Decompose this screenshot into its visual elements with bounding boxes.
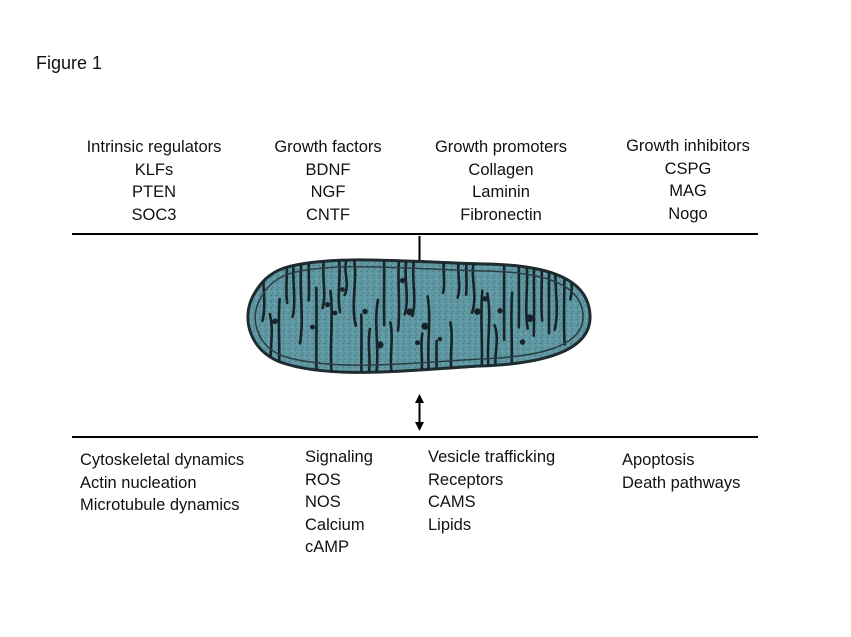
matrix-granule <box>437 336 443 342</box>
growth-factors-column: Growth factors BDNF NGF CNTF <box>264 136 392 226</box>
column-heading: Growth promoters <box>434 138 568 156</box>
crista-fold <box>456 259 461 299</box>
matrix-granule <box>332 310 338 316</box>
column-heading: Growth inhibitors <box>626 137 750 155</box>
list-item: Calcium <box>305 515 365 534</box>
mitochondrion-inner-membrane <box>254 266 584 366</box>
matrix-granule <box>474 308 481 315</box>
list-item: MAG <box>669 182 707 200</box>
crista-fold <box>352 259 358 327</box>
matrix-granule <box>309 324 316 330</box>
crista-fold <box>480 289 484 373</box>
list-item: Death pathways <box>622 473 741 492</box>
list-item: CNTF <box>306 205 350 224</box>
crista-fold <box>403 259 409 316</box>
apoptosis-column: Apoptosis Death pathways <box>622 449 740 494</box>
signaling-column: Signaling ROS NOS Calcium cAMP <box>305 446 373 559</box>
list-item: KLFs <box>134 160 174 179</box>
crista-fold <box>486 292 491 373</box>
crista-fold <box>261 259 266 323</box>
list-item: Collagen <box>468 160 534 179</box>
matrix-granule <box>340 287 345 292</box>
crista-fold <box>470 259 476 315</box>
crista-fold <box>291 259 296 319</box>
mitochondrion-illustration <box>246 258 592 374</box>
matrix-granule <box>324 301 331 308</box>
vesicle-trafficking-column: Vesicle trafficking Receptors CAMS Lipid… <box>428 446 555 536</box>
figure-title: Figure 1 <box>36 53 103 73</box>
crista-fold <box>321 259 326 310</box>
crista-fold <box>374 298 380 373</box>
column-heading: Intrinsic regulators <box>86 138 222 156</box>
matrix-granule <box>272 318 278 324</box>
list-item: NGF <box>310 183 346 201</box>
matrix-granule <box>482 296 488 302</box>
crista-fold <box>277 297 281 373</box>
growth-inhibitors-column: Growth inhibitors CSPG MAG Nogo <box>612 135 764 225</box>
list-item: PTEN <box>131 183 176 201</box>
crista-fold <box>411 259 416 318</box>
list-item: Receptors <box>428 470 504 489</box>
crista-fold <box>426 295 431 373</box>
list-item: Signaling <box>305 448 373 466</box>
list-item: Fibronectin <box>460 205 542 224</box>
intrinsic-regulators-column: Intrinsic regulators KLFs PTEN SOC3 <box>78 136 230 226</box>
matrix-granule <box>497 308 503 314</box>
list-item: Microtubule dynamics <box>80 496 240 514</box>
crista-fold <box>367 327 372 373</box>
list-item: Laminin <box>472 183 530 201</box>
growth-promoters-column: Growth promoters Collagen Laminin Fibron… <box>424 136 578 226</box>
matrix-granule <box>519 339 526 345</box>
crista-fold <box>449 321 453 373</box>
matrix-granule <box>399 277 406 284</box>
crista-fold <box>562 259 566 346</box>
crista-fold <box>298 259 304 345</box>
list-item: NOS <box>305 493 341 511</box>
list-item: Actin nucleation <box>80 473 197 492</box>
list-item: Nogo <box>668 204 708 223</box>
matrix-granule <box>421 322 429 330</box>
crista-fold <box>389 321 393 373</box>
crista-fold <box>441 259 446 295</box>
list-item: cAMP <box>305 538 350 556</box>
list-item: Apoptosis <box>622 451 695 469</box>
list-item: Lipids <box>428 515 472 534</box>
double-arrow-icon <box>415 394 424 431</box>
upper-divider-line <box>72 233 758 235</box>
matrix-granule <box>376 341 384 349</box>
list-item: CSPG <box>664 159 712 178</box>
list-item: ROS <box>305 470 341 489</box>
crista-fold <box>343 259 349 297</box>
list-item: CAMS <box>428 493 476 511</box>
matrix-granule <box>415 340 420 346</box>
crista-fold <box>510 291 514 373</box>
matrix-granule <box>526 314 534 322</box>
crista-fold <box>329 289 333 373</box>
list-item: SOC3 <box>131 205 177 224</box>
matrix-granule <box>362 308 368 315</box>
crista-fold <box>577 339 583 373</box>
crista-fold <box>396 259 401 332</box>
lower-divider-line <box>72 436 758 438</box>
list-item: BDNF <box>305 160 351 179</box>
crista-fold <box>569 259 573 301</box>
column-heading: Growth factors <box>274 138 382 156</box>
crista-fold <box>337 259 342 314</box>
cytoskeleton-column: Cytoskeletal dynamics Actin nucleation M… <box>80 449 244 517</box>
crista-fold <box>268 312 274 373</box>
crista-fold <box>553 259 559 332</box>
crista-fold <box>420 332 424 373</box>
list-item: Cytoskeletal dynamics <box>80 451 245 469</box>
list-item: Vesicle trafficking <box>428 448 556 466</box>
